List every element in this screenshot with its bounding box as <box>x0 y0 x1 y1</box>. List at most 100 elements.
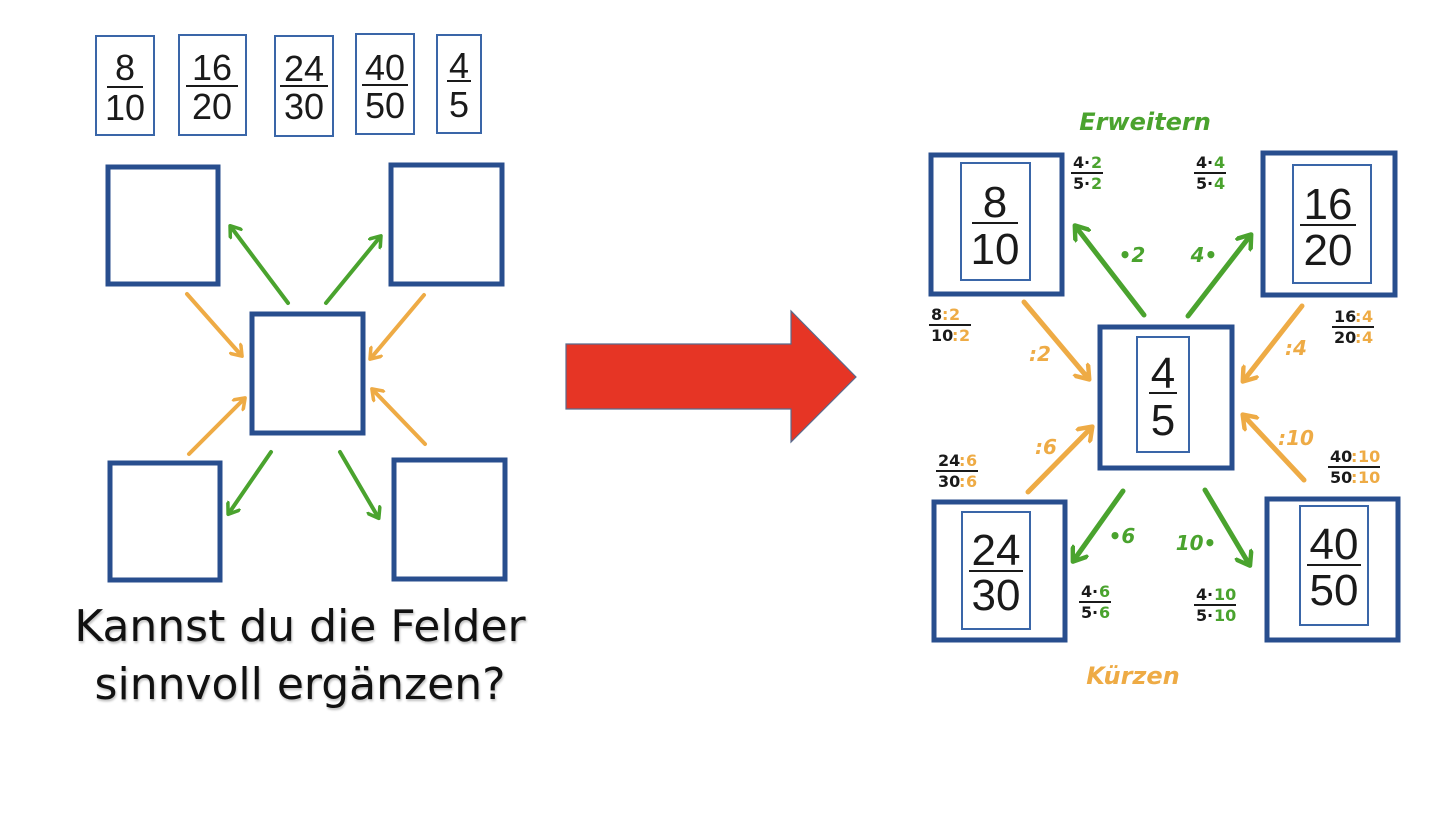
fraction-cards: 8 10 16 20 24 30 40 50 4 5 <box>95 33 482 137</box>
fraction-card[interactable]: 16 20 <box>178 34 247 136</box>
calc-numerator: 40 <box>1330 447 1352 466</box>
calc-numerator: 4 <box>1196 153 1207 172</box>
expand-label: 4• <box>1190 243 1218 267</box>
label-erweitern: Erweitern <box>1079 108 1211 136</box>
fraction-denominator: 20 <box>1304 226 1353 275</box>
calc-operator: : <box>1355 307 1361 326</box>
card-numerator: 8 <box>115 47 135 88</box>
calc-denominator: 5 <box>1073 174 1084 193</box>
fraction-card[interactable]: 24 30 <box>274 35 334 137</box>
calc-operator: · <box>1207 585 1213 604</box>
empty-box-center[interactable] <box>249 311 366 436</box>
reduce-arrow-icon <box>187 399 244 456</box>
calc-numerator: 24 <box>938 451 960 470</box>
calc-operator: · <box>1084 153 1090 172</box>
expand-arrow-icon <box>1202 487 1249 564</box>
empty-box-bottom-left[interactable] <box>107 460 223 583</box>
empty-boxes <box>105 162 508 583</box>
empty-box-bottom-right[interactable] <box>391 457 508 582</box>
calc-operator: : <box>942 305 948 324</box>
calc-factor: 2 <box>1091 174 1102 193</box>
card-numerator: 24 <box>284 48 324 89</box>
calc-denominator: 10 <box>931 326 953 345</box>
calc-factor: 10 <box>1358 468 1380 487</box>
calc-factor: 2 <box>949 305 960 324</box>
calc-factor: 4 <box>1214 153 1225 172</box>
calc-numerator: 4 <box>1196 585 1207 604</box>
calc-denominator: 5 <box>1196 174 1207 193</box>
calc-operator: · <box>1207 174 1213 193</box>
fraction-denominator: 10 <box>971 225 1020 274</box>
fraction-denominator: 5 <box>1151 396 1175 445</box>
calc-operator: · <box>1092 603 1098 622</box>
card-numerator: 4 <box>449 45 469 86</box>
calc-denominator: 50 <box>1330 468 1352 487</box>
reduce-label: :4 <box>1285 336 1307 360</box>
calc-numerator: 8 <box>931 305 942 324</box>
calc-operator: : <box>1351 447 1357 466</box>
right-arrows <box>1021 227 1307 564</box>
card-denominator: 50 <box>365 85 405 126</box>
calc-factor: 6 <box>1099 582 1110 601</box>
calc-factor: 6 <box>1099 603 1110 622</box>
fraction-numerator: 4 <box>1151 349 1175 398</box>
calc-denominator: 30 <box>938 472 960 491</box>
reduce-calculation: 16:420:4 <box>1332 307 1374 347</box>
reduce-arrow-icon <box>1025 428 1091 495</box>
solution-box-top-right: 16 20 <box>1260 150 1398 298</box>
left-arrows <box>185 227 427 517</box>
expand-arrow-icon <box>1076 227 1147 318</box>
calc-factor: 2 <box>959 326 970 345</box>
calc-operator: : <box>1355 328 1361 347</box>
reduce-arrow-icon <box>1244 416 1307 483</box>
right-arrow-icon <box>565 309 857 444</box>
calc-operator: : <box>959 451 965 470</box>
question-line-2: sinnvoll ergänzen? <box>94 659 506 710</box>
calc-factor: 4 <box>1362 307 1373 326</box>
reduce-label: :10 <box>1278 426 1314 450</box>
reduce-calculation: 8:210:2 <box>929 305 971 345</box>
calc-factor: 6 <box>966 451 977 470</box>
solution-box-bottom-right: 40 50 <box>1264 496 1401 643</box>
expand-label: •2 <box>1119 243 1146 267</box>
expand-label: •6 <box>1109 524 1136 548</box>
calc-factor: 6 <box>966 472 977 491</box>
fraction-card[interactable]: 40 50 <box>355 33 415 135</box>
reduce-label: :2 <box>1029 342 1051 366</box>
fraction-card[interactable]: 4 5 <box>436 34 482 134</box>
card-numerator: 40 <box>365 47 405 88</box>
empty-box-top-left[interactable] <box>105 164 221 287</box>
expand-arrow-icon <box>338 450 378 517</box>
calc-denominator: 5 <box>1081 603 1092 622</box>
calc-numerator: 4 <box>1081 582 1092 601</box>
calc-factor: 10 <box>1358 447 1380 466</box>
expand-arrow-icon <box>1074 488 1126 560</box>
expand-calculation: 4·65·6 <box>1079 582 1111 622</box>
calc-factor: 2 <box>1091 153 1102 172</box>
calc-operator: : <box>952 326 958 345</box>
empty-box-top-right[interactable] <box>388 162 505 287</box>
reduce-label: :6 <box>1035 435 1057 459</box>
expand-calculation: 4·105·10 <box>1194 585 1236 625</box>
calc-operator: · <box>1084 174 1090 193</box>
card-denominator: 5 <box>449 84 469 125</box>
fraction-card[interactable]: 8 10 <box>95 35 155 136</box>
expand-arrow-icon <box>324 237 380 305</box>
calc-operator: · <box>1092 582 1098 601</box>
calc-factor: 4 <box>1362 328 1373 347</box>
fraction-numerator: 40 <box>1310 520 1359 569</box>
solution-box-top-left: 8 10 <box>928 152 1065 297</box>
calc-factor: 10 <box>1214 606 1236 625</box>
calc-denominator: 20 <box>1334 328 1356 347</box>
expand-arrow-icon <box>231 227 290 305</box>
reduce-calculation: 40:10 50:10 <box>1328 447 1380 487</box>
calc-operator: · <box>1207 153 1213 172</box>
solution-box-bottom-left: 24 30 <box>931 499 1068 643</box>
card-denominator: 30 <box>284 86 324 127</box>
calc-operator: : <box>1351 468 1357 487</box>
fraction-denominator: 30 <box>972 571 1021 620</box>
expand-calculation: 4·45·4 <box>1194 153 1226 193</box>
expand-arrow-icon <box>1185 236 1250 319</box>
expand-calculation: 4·25·2 <box>1071 153 1103 193</box>
